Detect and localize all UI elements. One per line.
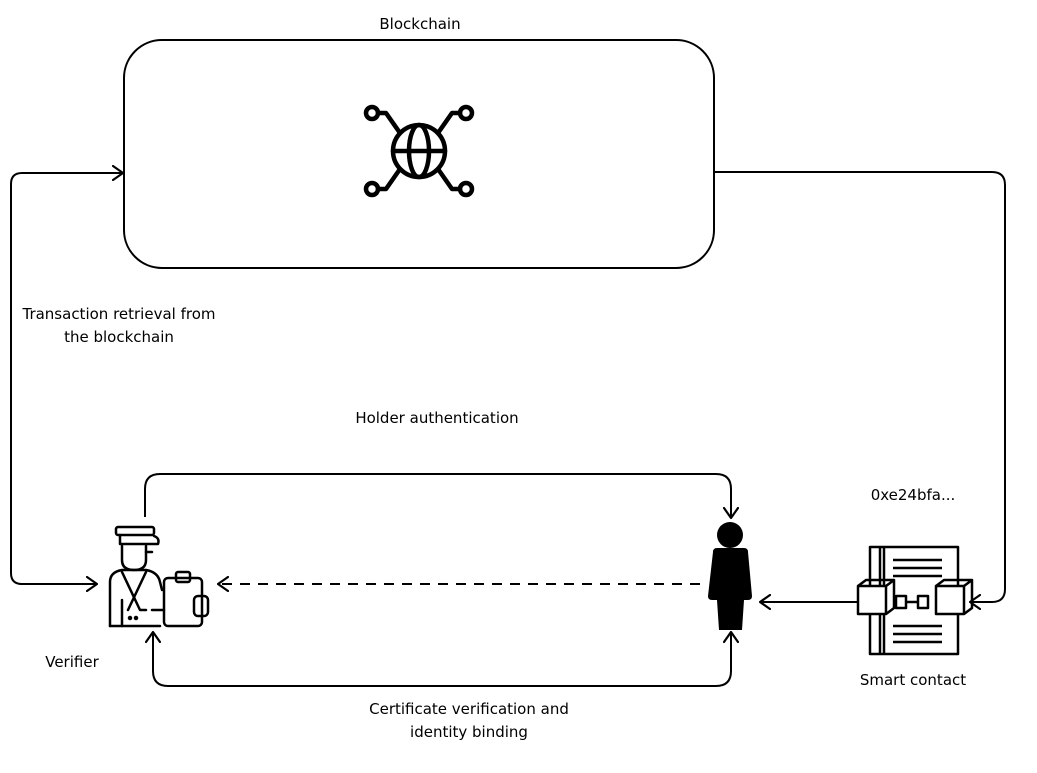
contract-address-label: 0xe24bfa... — [870, 486, 956, 504]
holder-authentication-arrow — [144, 473, 731, 518]
blockchain-title: Blockchain — [379, 15, 461, 33]
person-icon — [708, 522, 752, 630]
globe-network-icon — [363, 104, 475, 198]
holder-authentication-label: Holder authentication — [355, 409, 519, 427]
smart-contract-icon — [856, 545, 974, 656]
verifier-label: Verifier — [45, 653, 99, 671]
certificate-verification-label-line1: Certificate verification and — [369, 700, 569, 718]
officer-clipboard-icon — [108, 525, 210, 628]
certificate-verification-arrow-to-holder — [560, 632, 731, 687]
blockchain-box — [123, 39, 715, 269]
smart-contract-label: Smart contact — [859, 671, 967, 689]
certificate-verification-arrow-to-verifier — [153, 632, 600, 687]
retrieval-label-line1: Transaction retrieval from — [22, 305, 216, 323]
retrieval-label-line2: the blockchain — [64, 328, 174, 346]
retrieval-arrow-to-blockchain — [10, 173, 123, 585]
certificate-verification-label-line2: identity binding — [410, 723, 528, 741]
blockchain-to-contract-arrow — [714, 171, 1006, 602]
